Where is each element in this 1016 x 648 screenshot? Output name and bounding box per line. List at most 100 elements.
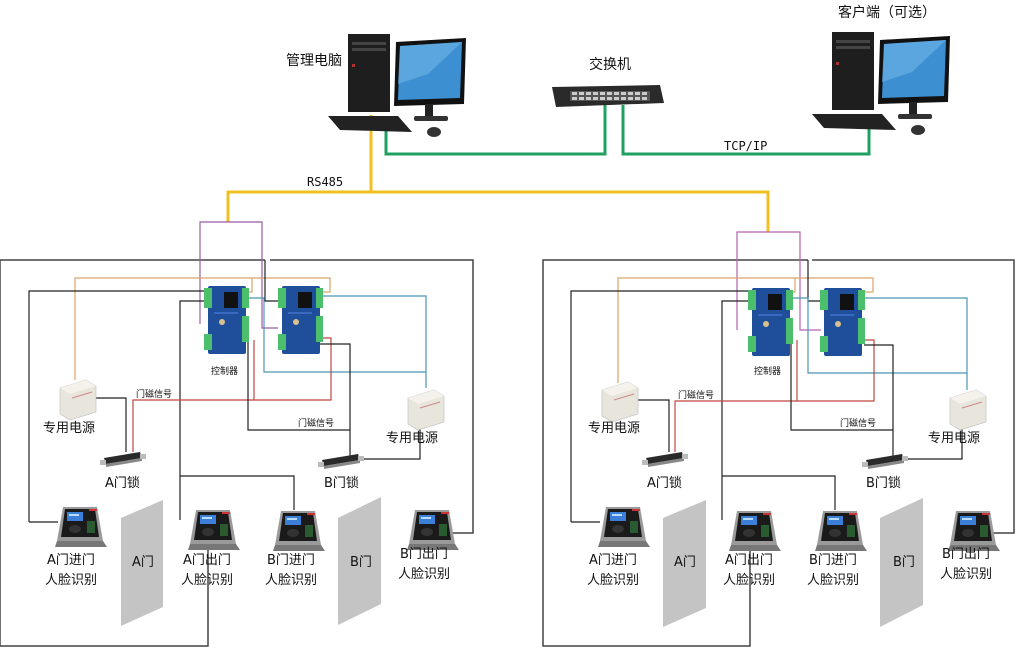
- reader-label: B门出门: [942, 547, 990, 562]
- face-reader-icon: [273, 511, 325, 551]
- reader-label: A门进门: [47, 553, 95, 568]
- magnetic-lock-icon: [318, 454, 364, 469]
- door-signal-wire: [864, 344, 894, 430]
- door-signal-label: 门磁信号: [840, 417, 876, 429]
- admin-pc-icon: [328, 34, 466, 137]
- power-wire: [74, 277, 331, 380]
- door-signal-wire: [790, 344, 894, 458]
- group-border: [812, 259, 1015, 534]
- power-supply-icon: [601, 381, 639, 423]
- reader-label: 人脸识别: [723, 573, 775, 588]
- door-b-panel: [338, 497, 381, 625]
- door-b-panel: [880, 498, 923, 627]
- tcpip-line-client: [621, 105, 871, 156]
- door-signal-label: 门磁信号: [678, 389, 714, 401]
- magnetic-lock-icon: [642, 452, 688, 467]
- reader-label: 人脸识别: [587, 573, 639, 588]
- power-supply-icon: [407, 389, 445, 431]
- controller-board-icon: [820, 288, 865, 356]
- reader-wire: [180, 475, 295, 510]
- door-group-1: 控制器 专用电源 专用电源 门磁信号 门磁信号 A门锁 B门锁 A门 B门 A门…: [0, 221, 474, 647]
- lock-b-label: B门锁: [866, 475, 901, 491]
- group-border: [542, 259, 808, 647]
- reader-label: B门出门: [400, 547, 448, 562]
- group-border: [270, 259, 474, 534]
- door-b-label: B门: [893, 555, 915, 570]
- power-supply-label: 专用电源: [928, 431, 980, 446]
- admin-pc-label: 管理电脑: [286, 53, 342, 69]
- comm-wire: [318, 295, 427, 388]
- door-a-panel: [663, 500, 706, 627]
- power-supply-icon: [59, 379, 97, 421]
- reader-wire: [807, 260, 821, 302]
- door-a-label: A门: [132, 555, 154, 570]
- door-b-label: B门: [350, 555, 372, 570]
- power-supply-label: 专用电源: [588, 421, 640, 436]
- power-supply-label: 专用电源: [386, 431, 438, 446]
- door-signal-label: 门磁信号: [136, 388, 172, 400]
- door-signal-wire: [132, 337, 332, 452]
- comm-wire: [248, 297, 426, 373]
- power-supply-icon: [949, 389, 987, 431]
- reader-label: 人脸识别: [181, 573, 233, 588]
- comm-wire: [790, 297, 967, 374]
- lock-a-label: A门锁: [105, 475, 140, 491]
- face-reader-icon: [188, 510, 240, 550]
- group-border: [0, 259, 265, 647]
- controller-label: 控制器: [211, 365, 238, 377]
- reader-wire: [722, 475, 836, 510]
- switch-label: 交换机: [589, 56, 631, 73]
- lock-wire: [903, 420, 963, 460]
- face-reader-icon: [815, 511, 867, 551]
- reader-label: B门进门: [267, 553, 315, 568]
- comm-wire: [862, 297, 968, 390]
- bus-wire: [736, 231, 821, 331]
- bus-wire: [199, 221, 278, 329]
- network-switch-icon: [552, 85, 664, 107]
- door-a-panel: [121, 500, 163, 626]
- lock-b-label: B门锁: [324, 475, 359, 491]
- reader-label: 人脸识别: [45, 573, 97, 588]
- rs485-label: RS485: [307, 175, 343, 189]
- reader-label: A门进门: [589, 553, 637, 568]
- controller-label: 控制器: [754, 365, 781, 377]
- reader-wire: [179, 300, 204, 520]
- power-wire: [617, 277, 874, 383]
- lock-wire: [360, 420, 421, 460]
- reader-label: A门出门: [725, 553, 773, 568]
- door-signal-wire: [320, 343, 351, 430]
- lock-wire: [635, 399, 670, 452]
- rs485-bus-line: [226, 115, 373, 222]
- door-a-label: A门: [674, 555, 696, 570]
- controller-board-icon: [204, 286, 249, 354]
- reader-label: B门进门: [809, 553, 857, 568]
- reader-wire: [570, 290, 750, 522]
- magnetic-lock-icon: [100, 452, 146, 467]
- lock-a-label: A门锁: [647, 475, 682, 491]
- reader-label: A门出门: [183, 553, 231, 568]
- reader-label: 人脸识别: [807, 573, 859, 588]
- face-reader-icon: [729, 511, 781, 551]
- face-reader-icon: [55, 507, 107, 547]
- door-signal-wire: [247, 342, 351, 456]
- reader-wire: [264, 260, 278, 302]
- tcpip-label: TCP/IP: [724, 139, 767, 153]
- reader-label: 人脸识别: [398, 567, 450, 582]
- controller-board-icon: [748, 288, 793, 356]
- top-network: 管理电脑 交换机 客户端（可选） RS485 TCP/IP: [226, 4, 950, 232]
- face-reader-icon: [598, 507, 650, 547]
- rs485-bus-line-right: [371, 190, 770, 232]
- reader-wire: [721, 300, 750, 520]
- power-supply-label: 专用电源: [43, 421, 95, 436]
- face-reader-icon: [948, 511, 1000, 551]
- door-signal-wire: [674, 339, 875, 452]
- reader-label: 人脸识别: [940, 567, 992, 582]
- controller-board-icon: [278, 286, 323, 354]
- magnetic-lock-icon: [862, 454, 908, 469]
- client-pc-icon: [812, 32, 950, 135]
- door-signal-label: 门磁信号: [298, 417, 334, 429]
- tcpip-line-admin: [384, 105, 607, 156]
- door-group-2: 控制器 专用电源 专用电源 门磁信号 门磁信号 A门锁 B门锁 A门 B门 A门…: [542, 231, 1015, 647]
- client-pc-label: 客户端（可选）: [838, 4, 936, 21]
